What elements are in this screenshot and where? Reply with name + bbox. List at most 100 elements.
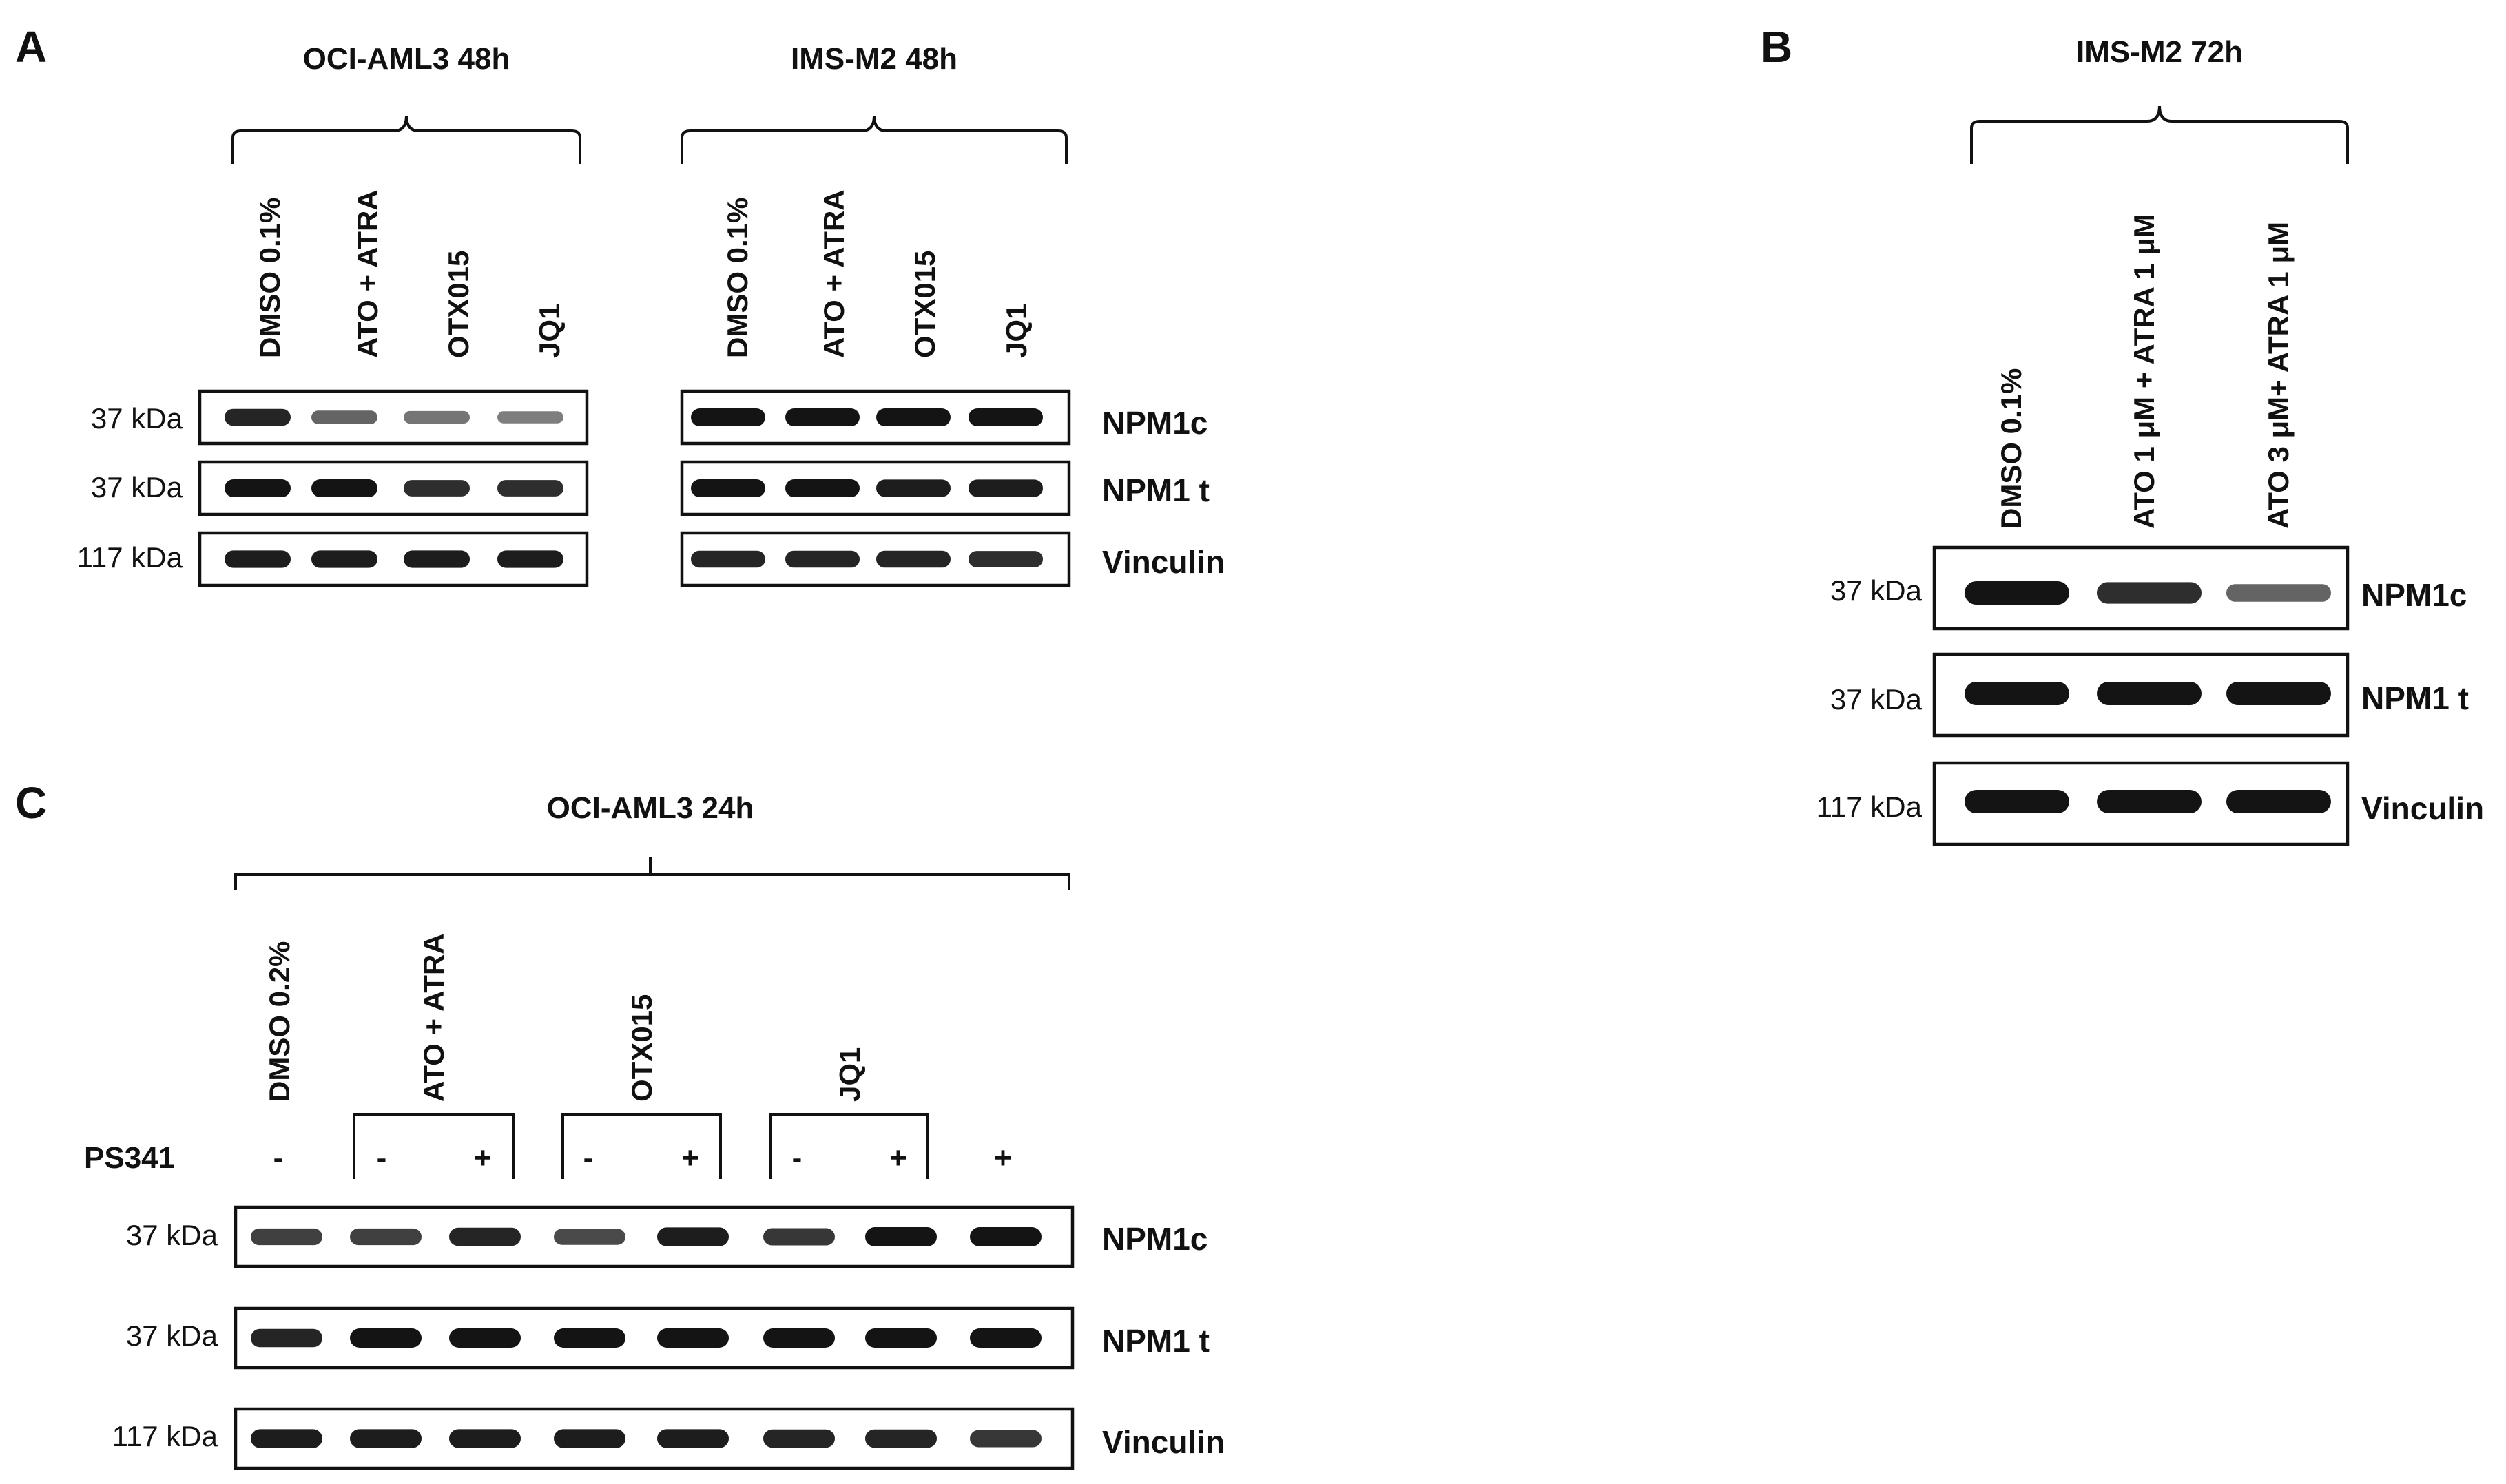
band-vinculin-lane-2	[350, 1429, 422, 1448]
band-npm1t-lane-4	[554, 1328, 625, 1348]
band-npm1c-lane-3	[449, 1227, 521, 1246]
band-npm1t-lane-4	[969, 479, 1043, 497]
panel-c-bracket	[234, 857, 1070, 890]
panel-c-kda-vinculin: 117 kDa	[112, 1420, 218, 1452]
panel-c-title: OCI-AML3 24h	[547, 791, 754, 825]
panel-c-treatment-2: ATO + ATRA	[417, 933, 450, 1102]
band-npm1t-lane-3	[876, 479, 951, 497]
panel-c-ps341-sign-6: -	[792, 1141, 802, 1175]
panel-c-antibody-npm1c: NPM1c	[1102, 1221, 1208, 1257]
panel-c-treatment-1: DMSO 0.2%	[263, 941, 296, 1102]
band-vinculin-lane-2	[2097, 790, 2202, 813]
band-npm1t-lane-1	[691, 479, 765, 497]
panel-a-group1-lane-3: OTX015	[442, 251, 475, 358]
band-npm1t-lane-2	[2097, 682, 2202, 705]
band-npm1t-lane-6	[763, 1328, 835, 1348]
band-vinculin-lane-6	[763, 1429, 835, 1448]
panel-b-bracket	[1970, 105, 2349, 164]
panel-a: A OCI-AML3 48h DMSO 0.1% ATO + ATRA OTX0…	[15, 22, 1225, 587]
panel-c-ps341-sign-8: +	[994, 1141, 1012, 1175]
band-vinculin-lane-4	[969, 551, 1043, 567]
panel-a-letter: A	[15, 22, 47, 72]
band-npm1c-lane-3	[2226, 584, 2331, 602]
panel-a-group1-lane-4: JQ1	[533, 304, 566, 358]
band-vinculin-lane-3	[449, 1429, 521, 1448]
panel-c-letter: C	[15, 778, 47, 828]
panel-c-ps341-sign-2: -	[377, 1141, 387, 1175]
band-npm1c-lane-4	[497, 411, 563, 424]
panel-c-bracket-otx015	[561, 1113, 722, 1179]
band-npm1c-lane-3	[876, 408, 951, 426]
band-vinculin-lane-3	[404, 550, 470, 568]
band-npm1c-lane-7	[865, 1227, 937, 1246]
panel-b-antibody-vinculin: Vinculin	[2361, 791, 2484, 826]
panel-b-antibody-npm1c: NPM1c	[2361, 577, 2467, 613]
band-vinculin-lane-2	[785, 550, 860, 568]
band-vinculin-lane-1	[251, 1429, 322, 1448]
panel-a-group1-title: OCI-AML3 48h	[303, 42, 510, 76]
panel-c-ps341-label: PS341	[84, 1141, 175, 1175]
band-vinculin-lane-7	[865, 1429, 937, 1448]
band-npm1c-lane-2	[311, 410, 377, 424]
band-npm1t-lane-7	[865, 1328, 937, 1348]
band-npm1c-lane-8	[970, 1227, 1042, 1246]
panel-a-antibody-vinculin: Vinculin	[1102, 544, 1225, 580]
panel-c: C OCI-AML3 24h DMSO 0.2% ATO + ATRA OTX0…	[15, 778, 1225, 1470]
panel-a-group2-lane-3: OTX015	[909, 251, 941, 358]
panel-a-group2-lane-1: DMSO 0.1%	[721, 198, 754, 358]
panel-b-kda-npm1c: 37 kDa	[1830, 574, 1923, 607]
panel-a-group1-lane-2: ATO + ATRA	[351, 189, 384, 358]
panel-a-group2-lane-2: ATO + ATRA	[818, 189, 850, 358]
panel-b: B IMS-M2 72h DMSO 0.1% ATO 1 μM + ATRA 1…	[1761, 22, 2484, 846]
panel-a-kda-npm1t: 37 kDa	[91, 471, 183, 503]
panel-a-group1-bands	[225, 408, 563, 568]
panel-c-kda-npm1c: 37 kDa	[126, 1219, 218, 1251]
panel-c-ps341-sign-5: +	[681, 1141, 699, 1175]
band-npm1c-lane-3	[404, 410, 470, 424]
panel-c-kda-npm1t: 37 kDa	[126, 1319, 218, 1352]
panel-c-ps341-sign-7: +	[889, 1141, 907, 1175]
band-npm1t-lane-3	[449, 1328, 521, 1348]
panel-a-group2-bands	[691, 408, 1043, 568]
band-npm1c-lane-2	[785, 408, 860, 426]
band-npm1t-lane-8	[970, 1328, 1042, 1348]
panel-c-ps341-sign-4: -	[583, 1141, 594, 1175]
band-vinculin-lane-2	[311, 550, 377, 568]
panel-c-bracket-jq1	[769, 1113, 929, 1179]
band-npm1t-lane-3	[2226, 682, 2331, 705]
band-npm1t-lane-1	[225, 479, 291, 497]
panel-a-kda-npm1c: 37 kDa	[91, 402, 183, 435]
band-npm1c-lane-2	[350, 1228, 422, 1246]
panel-b-antibody-npm1t: NPM1 t	[2361, 680, 2469, 716]
band-npm1c-lane-1	[251, 1228, 322, 1246]
band-npm1t-lane-2	[350, 1328, 422, 1348]
panel-a-antibody-npm1t: NPM1 t	[1102, 472, 1210, 508]
panel-c-bracket-ato-atra	[353, 1113, 515, 1179]
band-vinculin-lane-4	[554, 1429, 625, 1448]
band-vinculin-lane-3	[2226, 790, 2331, 813]
panel-b-lane-2: ATO 1 μM + ATRA 1 μM	[2128, 213, 2160, 529]
band-vinculin-lane-4	[497, 550, 563, 568]
panel-c-antibody-npm1t: NPM1 t	[1102, 1323, 1210, 1359]
band-vinculin-lane-1	[691, 550, 765, 568]
panel-a-group2-lane-4: JQ1	[1000, 304, 1033, 358]
panel-c-treatment-3: OTX015	[625, 994, 658, 1102]
band-npm1c-lane-4	[554, 1229, 625, 1245]
panel-a-group2-bracket	[681, 115, 1068, 164]
panel-b-kda-npm1t: 37 kDa	[1830, 683, 1923, 715]
band-vinculin-lane-1	[225, 550, 291, 568]
band-vinculin-lane-3	[876, 550, 951, 568]
panel-c-ps341-sign-1: -	[273, 1141, 284, 1175]
band-npm1t-lane-2	[311, 479, 377, 497]
panel-c-bands	[251, 1227, 1042, 1448]
band-npm1c-lane-1	[691, 408, 765, 426]
panel-c-ps341-sign-3: +	[474, 1141, 492, 1175]
panel-b-bands	[1965, 581, 2331, 813]
panel-b-title: IMS-M2 72h	[2076, 35, 2243, 69]
band-npm1t-lane-3	[404, 480, 470, 497]
band-npm1t-lane-1	[251, 1328, 322, 1348]
band-npm1c-lane-5	[657, 1227, 729, 1246]
panel-a-group1-bracket	[231, 115, 581, 164]
band-vinculin-lane-5	[657, 1429, 729, 1448]
